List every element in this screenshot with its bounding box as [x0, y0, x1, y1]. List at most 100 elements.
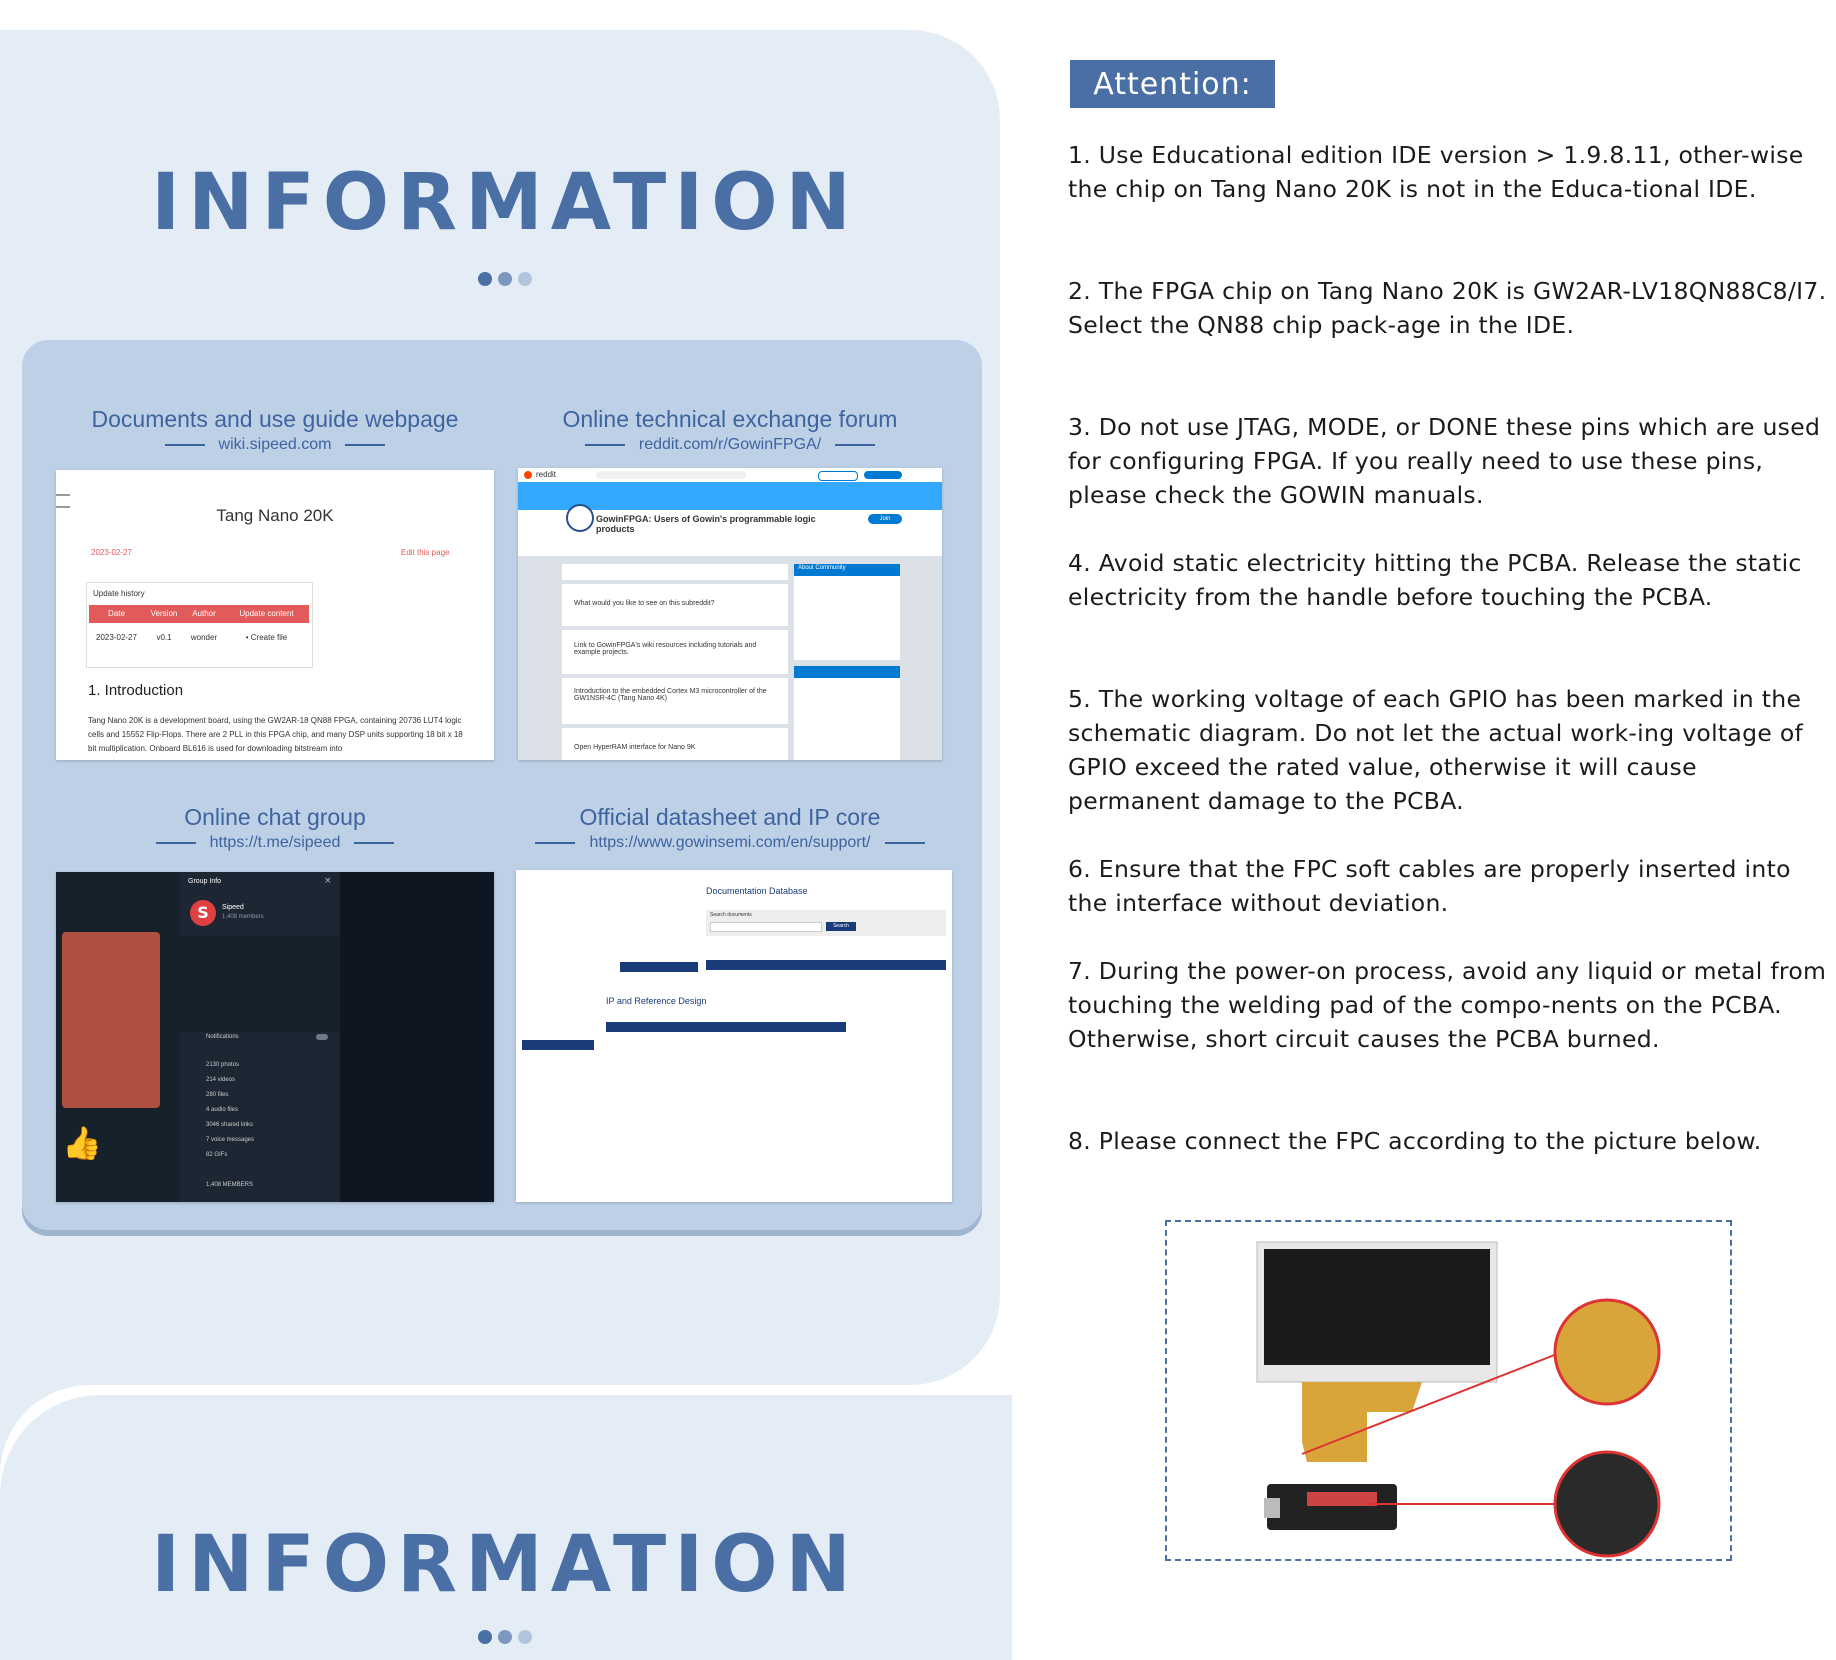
- post-1-title: What would you like to see on this subre…: [574, 600, 715, 607]
- notifications-toggle[interactable]: [316, 1034, 328, 1040]
- chat-photo[interactable]: [62, 932, 160, 1108]
- card-url-forum[interactable]: reddit.com/r/GowinFPGA/: [520, 436, 940, 454]
- gowin-menu-active[interactable]: [620, 962, 698, 972]
- gowin-db-title: Documentation Database: [706, 886, 808, 896]
- reddit-post-3[interactable]: Introduction to the embedded Cortex M3 m…: [562, 678, 788, 724]
- reddit-search-input[interactable]: [596, 471, 746, 479]
- chat-screenshot: 👍 Group Info × S Sipeed 1,408 members No…: [56, 872, 494, 1202]
- zoom-circle-connector: [1553, 1450, 1661, 1558]
- heading-dots: [0, 272, 1010, 286]
- card-url-chat[interactable]: https://t.me/sipeed: [60, 834, 490, 852]
- note-6: 6. Ensure that the FPC soft cables are p…: [1068, 855, 1791, 917]
- reddit-join-button[interactable]: Join: [868, 514, 902, 524]
- pcb-board: [1267, 1484, 1397, 1530]
- wiki-date: 2023-02-27: [91, 548, 132, 557]
- bottom-dot-1: [478, 1630, 492, 1644]
- bottom-dot-2: [498, 1630, 512, 1644]
- note-3: 3. Do not use JTAG, MODE, or DONE these …: [1068, 413, 1821, 509]
- update-history-box: Update history Date Version Author Updat…: [86, 582, 313, 668]
- page-heading: INFORMATION: [151, 158, 859, 248]
- gowin-search-input[interactable]: [710, 922, 822, 932]
- card-url-docs[interactable]: wiki.sipeed.com: [60, 436, 490, 454]
- zoom-circle-fpc: [1553, 1298, 1661, 1406]
- gowin-side-menu-active[interactable]: [522, 1040, 594, 1050]
- post-3-title: Introduction to the embedded Cortex M3 m…: [574, 688, 767, 702]
- td-author: wonder: [190, 633, 218, 642]
- gowin-search-button[interactable]: Search: [826, 922, 856, 931]
- media-files[interactable]: 280 files: [206, 1092, 229, 1098]
- dot-2: [498, 272, 512, 286]
- gowin-db-table-header: [706, 960, 946, 970]
- td-version: v0.1: [156, 633, 172, 642]
- card-title-forum: Online technical exchange forum: [562, 406, 898, 432]
- media-gifs[interactable]: 82 GIFs: [206, 1152, 228, 1158]
- update-history-label[interactable]: Update history: [93, 589, 145, 598]
- bottom-heading-dots: [0, 1630, 1010, 1644]
- wiki-section-heading: 1. Introduction: [88, 682, 184, 699]
- th-content: Update content: [239, 609, 294, 618]
- gowin-ip-title: IP and Reference Design: [606, 996, 707, 1006]
- gowin-search-area: Search documents Search: [706, 910, 946, 936]
- wiki-intro-text: Tang Nano 20K is a development board, us…: [88, 716, 463, 753]
- reddit-about-card: About Community: [794, 564, 900, 660]
- media-links[interactable]: 3046 shared links: [206, 1122, 254, 1128]
- reddit-post-4[interactable]: Open HyperRAM interface for Nano 9K: [562, 728, 788, 760]
- lcd-screen: [1264, 1249, 1490, 1365]
- reddit-logo-icon: [524, 471, 532, 479]
- media-voice[interactable]: 7 voice messages: [206, 1137, 255, 1143]
- note-1: 1. Use Educational edition IDE version >…: [1068, 141, 1804, 203]
- reddit-sidebar-card: [794, 666, 900, 760]
- media-audio[interactable]: 4 audio files: [206, 1107, 239, 1113]
- card-title-datasheet: Official datasheet and IP core: [579, 804, 881, 830]
- card-title-chat: Online chat group: [184, 804, 366, 830]
- media-videos[interactable]: 214 videos: [206, 1077, 236, 1083]
- fpc-illustration: [1256, 1241, 1661, 1558]
- thumbs-up-icon: 👍: [62, 1124, 102, 1162]
- history-table-header: Date Version Author Update content: [89, 605, 309, 623]
- card-url-datasheet[interactable]: https://www.gowinsemi.com/en/support/: [515, 834, 945, 852]
- sidebar-header-bar: [794, 666, 900, 678]
- post-2-title: Link to GowinFPGA's wiki resources inclu…: [574, 642, 757, 656]
- reddit-post-1[interactable]: What would you like to see on this subre…: [562, 584, 788, 626]
- card-url-forum-text: reddit.com/r/GowinFPGA/: [638, 436, 822, 453]
- members-header[interactable]: 1,408 MEMBERS: [206, 1182, 254, 1188]
- attention-badge: Attention:: [1070, 60, 1275, 108]
- notifications-row[interactable]: Notifications: [206, 1034, 239, 1040]
- note-4: 4. Avoid static electricity hitting the …: [1068, 549, 1802, 611]
- wiki-screenshot: Tang Nano 20K 2023-02-27 Edit this page …: [56, 470, 494, 760]
- gowin-screenshot: Documentation Database Search documents …: [516, 870, 952, 1202]
- note-7: 7. During the power-on process, avoid an…: [1068, 957, 1827, 1053]
- group-description: [180, 936, 340, 1032]
- reddit-community-header: GowinFPGA: Users of Gowin's programmable…: [518, 504, 942, 556]
- th-version: Version: [150, 609, 178, 618]
- wiki-edit-link[interactable]: Edit this page: [401, 548, 450, 557]
- media-photos[interactable]: 2130 photos: [206, 1062, 240, 1068]
- bottom-dot-3: [518, 1630, 532, 1644]
- pcb-connector: [1307, 1492, 1377, 1506]
- note-5: 5. The working voltage of each GPIO has …: [1068, 685, 1804, 815]
- about-header-bar: About Community: [794, 564, 900, 576]
- usb-connector: [1264, 1498, 1280, 1518]
- group-info-title: Group Info: [188, 878, 222, 885]
- reddit-post-2[interactable]: Link to GowinFPGA's wiki resources inclu…: [562, 630, 788, 674]
- close-icon[interactable]: ×: [324, 876, 332, 886]
- bottom-heading: INFORMATION: [151, 1520, 859, 1610]
- reddit-signup-button[interactable]: [818, 471, 858, 481]
- post-4-title: Open HyperRAM interface for Nano 9K: [574, 744, 696, 751]
- gowin-side-menu: [516, 990, 600, 1110]
- reddit-banner: [518, 482, 942, 510]
- wiki-title: Tang Nano 20K: [216, 506, 334, 525]
- reddit-topbar: reddit: [518, 468, 942, 482]
- reddit-sort-bar[interactable]: [562, 564, 788, 580]
- reddit-community-name: GowinFPGA: Users of Gowin's programmable…: [596, 514, 816, 534]
- reddit-feed: What would you like to see on this subre…: [562, 564, 788, 760]
- gowin-ip-table-header: [606, 1022, 846, 1032]
- chat-list-pane: 👍: [56, 872, 180, 1202]
- gowin-logo-icon: [566, 504, 594, 532]
- dot-3: [518, 272, 532, 286]
- about-title: About Community: [798, 565, 846, 571]
- th-date: Date: [108, 609, 125, 618]
- card-url-chat-text: https://t.me/sipeed: [209, 834, 341, 851]
- card-url-docs-text: wiki.sipeed.com: [218, 436, 332, 453]
- reddit-login-button[interactable]: [864, 471, 902, 479]
